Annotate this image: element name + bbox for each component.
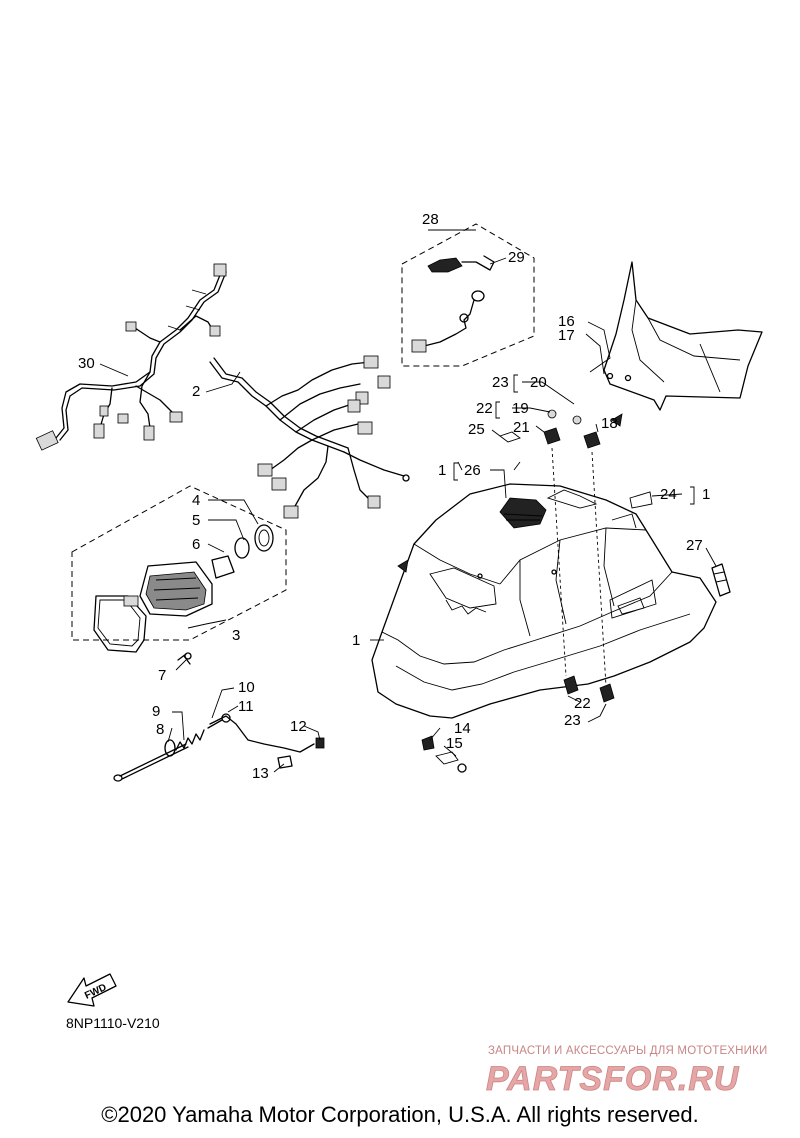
headlight-assembly-group-3[interactable] [71, 485, 287, 653]
screw-7[interactable] [177, 652, 192, 665]
callout-16: 16 [558, 313, 575, 330]
callout-4: 4 [192, 492, 200, 509]
callout-1: 1 [352, 632, 360, 649]
callout-2: 2 [192, 383, 200, 400]
callout-labels: 28 29 16 17 30 2 23 20 22 19 25 21 18 1 … [78, 211, 710, 782]
copyright-notice: ©2020 Yamaha Motor Corporation, U.S.A. A… [101, 1102, 699, 1127]
callout-21: 21 [513, 419, 530, 436]
callout-19: 19 [512, 400, 529, 417]
wire-harness-30[interactable] [35, 263, 227, 451]
callout-25: 25 [468, 421, 485, 438]
callout-1-decal: 1 [702, 486, 710, 503]
callout-1-cowl-kit: 1 [438, 462, 446, 479]
front-cowl-1[interactable] [371, 483, 717, 719]
watermark-logo: PARTSFOR.RU [486, 1060, 740, 1099]
callout-22-lower: 22 [574, 695, 591, 712]
callout-18: 18 [601, 415, 618, 432]
callout-23: 23 [492, 374, 509, 391]
callout-26: 26 [464, 462, 481, 479]
leader-lines [99, 229, 717, 773]
callout-27: 27 [686, 537, 703, 554]
callout-24: 24 [660, 486, 677, 503]
callout-14: 14 [454, 720, 471, 737]
callout-28: 28 [422, 211, 439, 228]
callout-9: 9 [152, 703, 160, 720]
callout-3: 3 [232, 627, 240, 644]
diagram-code: 8NP1110-V210 [66, 1015, 160, 1031]
callout-10: 10 [238, 679, 255, 696]
callout-8: 8 [156, 721, 164, 738]
cable-group-28[interactable] [401, 223, 535, 367]
callout-7: 7 [158, 667, 166, 684]
callout-30: 30 [78, 355, 95, 372]
callout-17: 17 [558, 327, 575, 344]
callout-13: 13 [252, 765, 269, 782]
fwd-arrow-icon: FWD [67, 973, 117, 1007]
callout-5: 5 [192, 512, 200, 529]
fasteners[interactable] [421, 409, 731, 773]
callout-20: 20 [530, 374, 547, 391]
callout-6: 6 [192, 536, 200, 553]
callout-29: 29 [508, 249, 525, 266]
adjuster-parts[interactable] [113, 713, 325, 782]
windshield-16[interactable] [603, 261, 763, 411]
callout-brackets [453, 374, 695, 505]
callout-22: 22 [476, 400, 493, 417]
callout-15: 15 [446, 735, 463, 752]
watermark-tagline: ЗАПЧАСТИ И АКСЕССУАРЫ ДЛЯ МОТОТЕХНИКИ [488, 1045, 768, 1057]
callout-11: 11 [238, 698, 254, 715]
wire-harness-2[interactable] [209, 355, 410, 519]
svg-text:PARTSFOR.RU: PARTSFOR.RU [486, 1060, 740, 1098]
callout-23-lower: 23 [564, 712, 581, 729]
callout-12: 12 [290, 718, 307, 735]
